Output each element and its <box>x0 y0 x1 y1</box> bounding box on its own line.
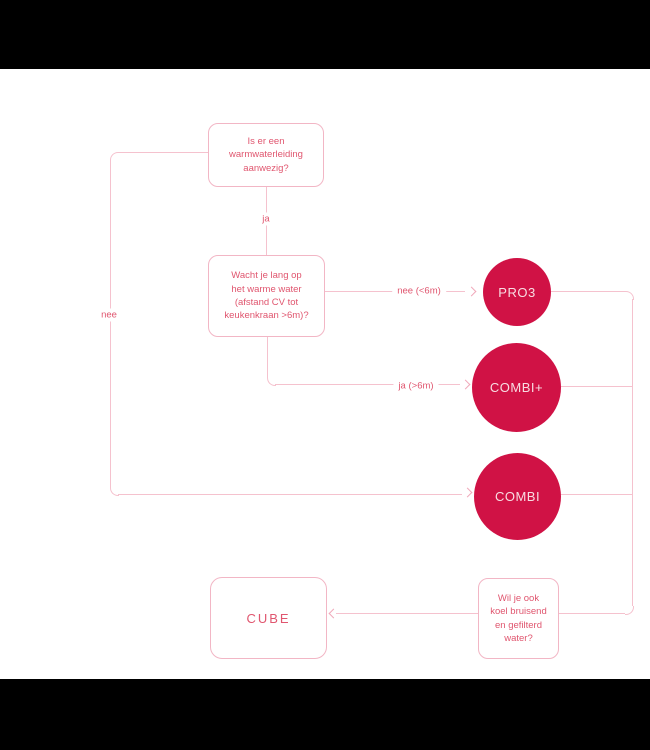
question-line: koel bruisend <box>490 606 547 618</box>
edge-label-nee-6m: nee (<6m) <box>392 284 446 298</box>
question-line: keukenkraan >6m)? <box>224 310 309 322</box>
arrow-right-icon <box>462 487 473 498</box>
connector-pro3-out <box>551 291 625 292</box>
question-line: Is er een <box>247 135 285 147</box>
connector-corner <box>110 152 119 161</box>
question-line: water? <box>504 632 533 644</box>
question-box-wachttijd: Wacht je lang op het warme water (afstan… <box>208 255 325 337</box>
edge-label-ja-6m: ja (>6m) <box>393 379 439 393</box>
letterbox-top <box>0 0 650 69</box>
question-line: Wil je ook <box>497 592 540 604</box>
connector-corner <box>625 606 634 615</box>
edge-label-ja: ja <box>257 212 275 226</box>
arrow-left-icon <box>328 608 339 619</box>
connector-wachttijd-ja-vertical <box>267 335 268 377</box>
connector-warmwater-nee-vertical <box>110 160 111 487</box>
product-circle-combi[interactable]: COMBI <box>474 453 561 540</box>
question-box-koelwater: Wil je ook koel bruisend en gefilterd wa… <box>478 578 559 659</box>
connector-wachttijd-ja-horizontal <box>275 384 460 385</box>
connector-corner <box>267 377 276 386</box>
arrow-right-icon <box>460 379 471 390</box>
product-circle-pro3[interactable]: PRO3 <box>483 258 551 326</box>
connector-right-vertical <box>632 299 633 606</box>
connector-nee-to-combi <box>118 494 462 495</box>
question-line: warmwaterleiding <box>229 149 303 161</box>
question-line: en gefilterd <box>494 619 542 631</box>
connector-corner <box>110 487 119 496</box>
arrow-right-icon <box>466 286 477 297</box>
connector-combi-out <box>560 494 632 495</box>
letterbox-bottom <box>0 679 650 750</box>
question-line: het warme water <box>231 283 302 295</box>
connector-koelwater-to-cube <box>336 613 478 614</box>
edge-label-nee: nee <box>96 308 122 322</box>
question-box-warmwaterleiding: Is er een warmwaterleiding aanwezig? <box>208 123 324 187</box>
connector-corner <box>625 291 634 300</box>
connector-to-koelwater <box>557 613 625 614</box>
question-line: aanwezig? <box>243 162 289 174</box>
connector-combiplus-out <box>561 386 632 387</box>
connector-warmwater-nee-top <box>118 152 208 153</box>
product-circle-combi-plus[interactable]: COMBI+ <box>472 343 561 432</box>
product-box-cube[interactable]: CUBE <box>210 577 327 659</box>
question-line: Wacht je lang op <box>231 270 302 282</box>
question-line: (afstand CV tot <box>234 297 299 308</box>
